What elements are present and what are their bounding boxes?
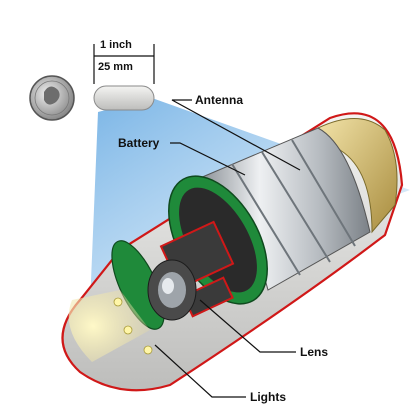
battery <box>199 127 371 291</box>
lens-leader <box>199 299 296 353</box>
lens-label: Lens <box>300 345 329 359</box>
lights <box>68 290 153 362</box>
dimension-mm-label: 25 mm <box>98 61 133 73</box>
lens-assembly <box>147 259 197 321</box>
antenna-label: Antenna <box>195 93 243 107</box>
dime-coin-icon <box>29 75 75 121</box>
small-capsule-icon <box>93 85 155 111</box>
dimension-inches-label: 1 inch <box>100 39 132 51</box>
battery-label: Battery <box>118 136 160 150</box>
leader-lines <box>154 99 301 398</box>
dimension-bracket <box>93 44 155 84</box>
lights-leader <box>154 344 246 398</box>
lights-label: Lights <box>250 390 286 404</box>
antenna-leader <box>171 99 301 171</box>
battery-leader <box>170 142 246 176</box>
